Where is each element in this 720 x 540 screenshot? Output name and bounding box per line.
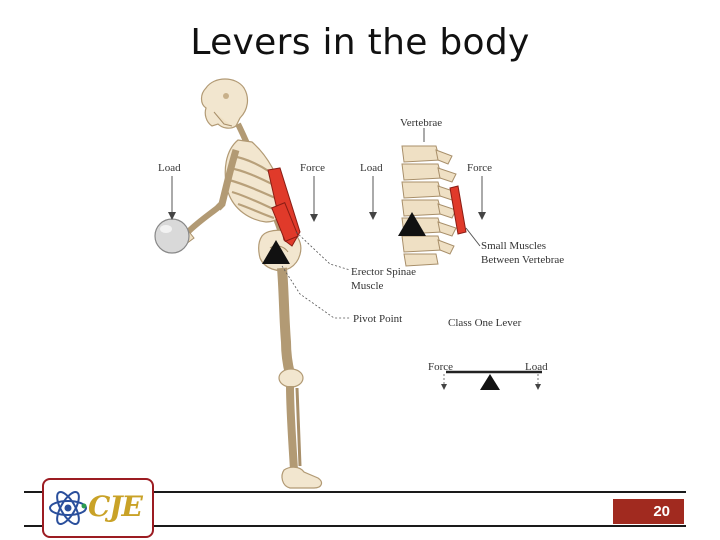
pivot-triangle-icon	[262, 240, 290, 264]
footer-rule-bottom	[24, 525, 686, 527]
lever-fulcrum-icon	[480, 374, 500, 390]
lever-load-label: Load	[525, 361, 548, 373]
footer-rule-top	[24, 491, 686, 493]
skeleton	[154, 78, 323, 489]
ball-load-icon	[154, 218, 190, 254]
class-one-lever	[441, 370, 542, 390]
spine-force-label: Force	[467, 162, 492, 174]
vertebrae-label: Vertebrae	[400, 117, 442, 129]
logo-text: CJE	[88, 490, 143, 523]
between-vertebrae-label: Between Vertebrae	[481, 254, 564, 266]
atom-icon	[49, 491, 87, 525]
small-muscles-label: Small Muscles	[481, 240, 546, 252]
vertebrae-diagram	[398, 145, 467, 267]
vertebra-stack	[401, 145, 457, 267]
erector-spinae-label: Erector Spinae	[351, 266, 416, 278]
cije-logo: CJE	[42, 478, 154, 538]
lever-force-label: Force	[428, 361, 453, 373]
pivot-point-label: Pivot Point	[353, 313, 402, 325]
slide-title: Levers in the body	[190, 22, 530, 63]
small-muscle	[449, 185, 467, 235]
class-one-lever-label: Class One Lever	[448, 317, 522, 329]
page-number-badge: 20	[613, 499, 684, 524]
body-load-label: Load	[158, 162, 181, 174]
body-force-label: Force	[300, 162, 325, 174]
spine-pivot-triangle-icon	[398, 212, 426, 236]
spine-load-label: Load	[360, 162, 383, 174]
erector-muscle-label: Muscle	[351, 280, 384, 292]
